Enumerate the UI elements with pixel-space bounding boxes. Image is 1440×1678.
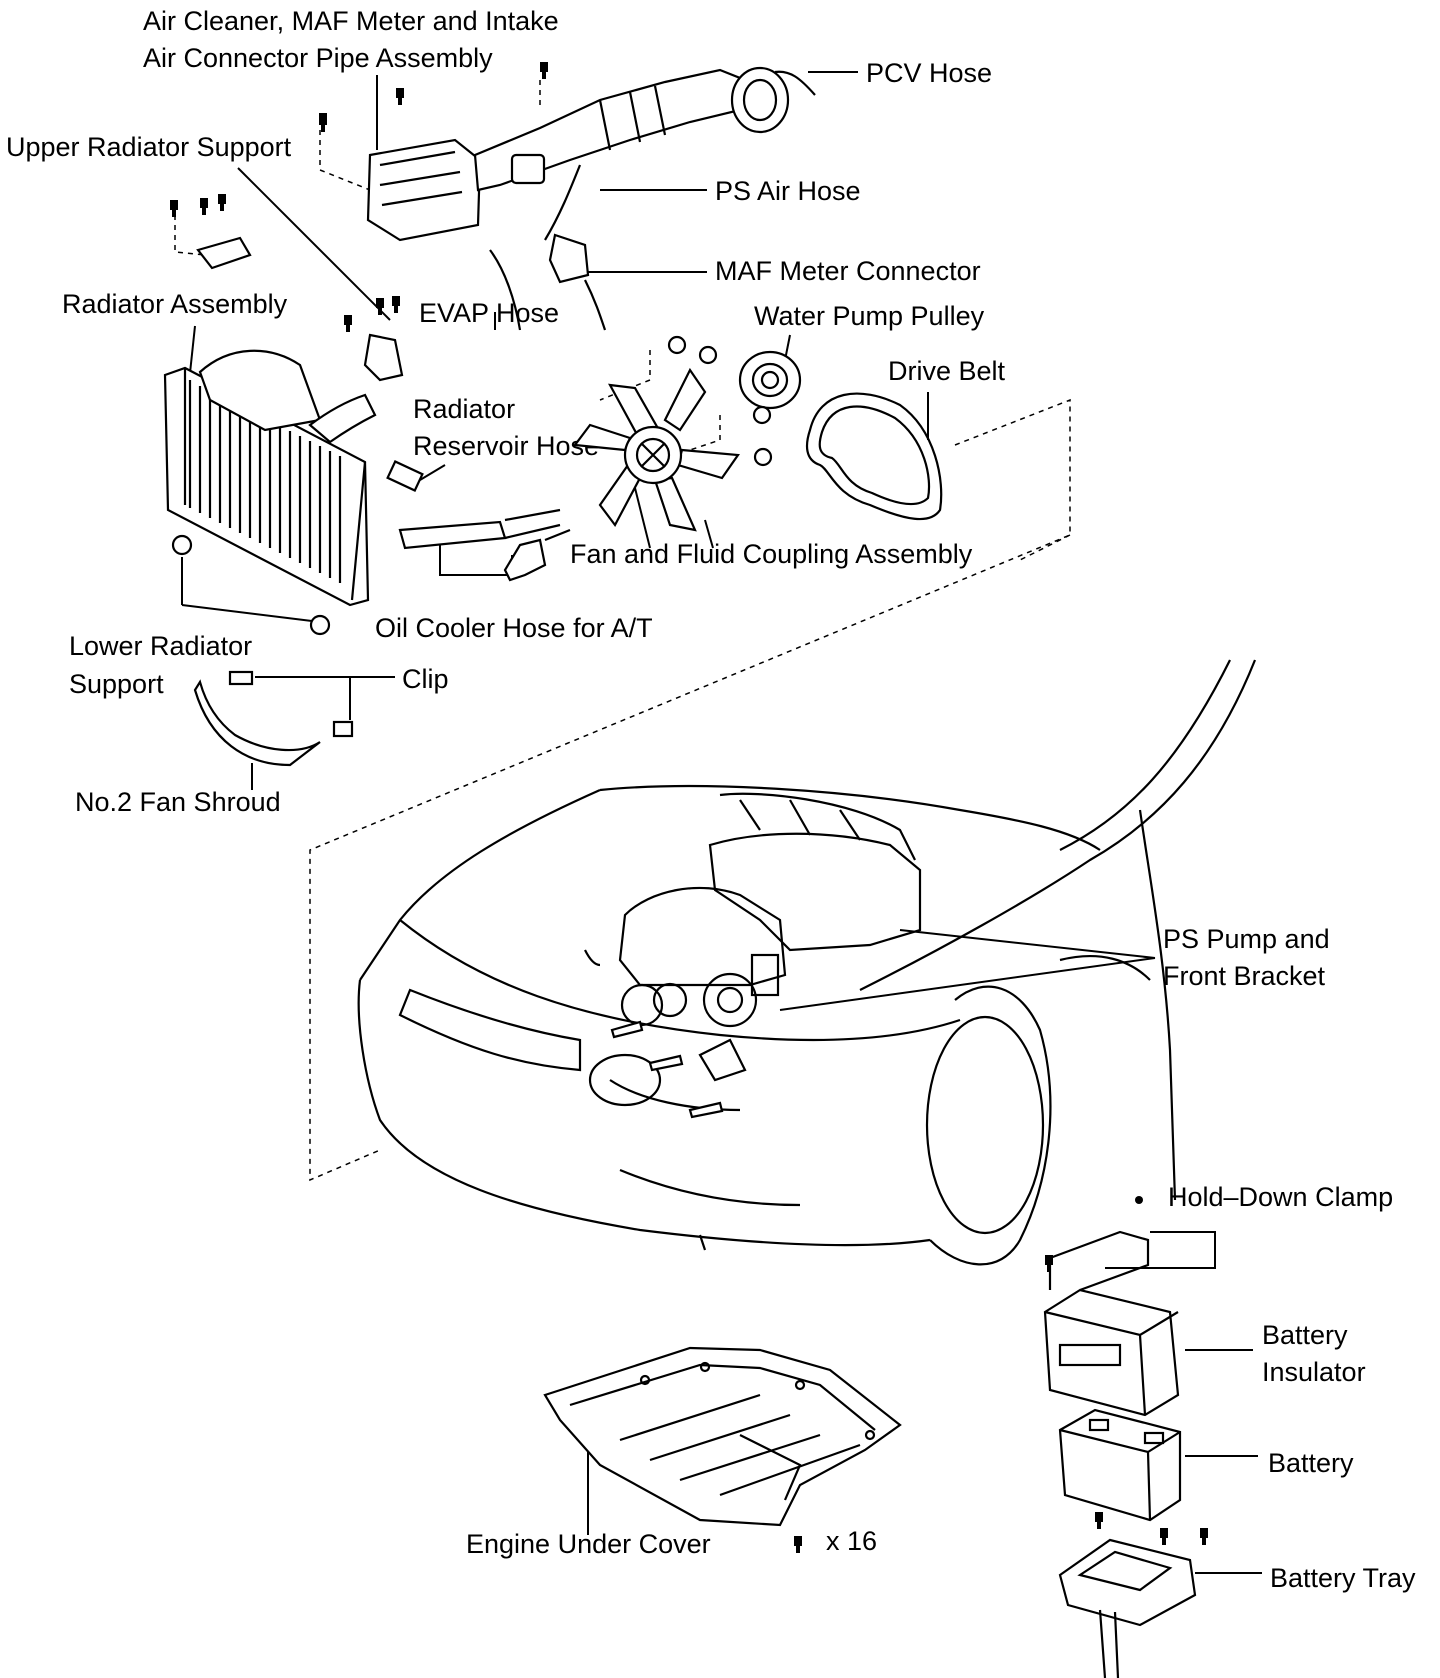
bolt-icon <box>218 194 226 211</box>
label-lower-radiator-line2: Support <box>69 669 164 699</box>
bolt-icon <box>319 113 327 132</box>
bolt-icon <box>344 315 352 332</box>
engine-under-cover <box>543 1346 902 1527</box>
bolt-icon <box>392 296 400 313</box>
bolt-icon <box>1160 1528 1168 1545</box>
water-pump-pulley <box>738 350 802 410</box>
label-radiator-reservoir-line1: Radiator <box>413 394 515 424</box>
label-hold-down-clamp: Hold–Down Clamp <box>1168 1182 1393 1212</box>
battery-insulator <box>1043 1288 1180 1417</box>
label-pcv-hose: PCV Hose <box>866 58 992 88</box>
bolt-icon <box>1045 1255 1053 1272</box>
label-air-cleaner-line2: Air Connector Pipe Assembly <box>143 43 493 73</box>
label-air-cleaner-line1: Air Cleaner, MAF Meter and Intake <box>143 6 559 36</box>
fasteners <box>170 62 1208 1553</box>
label-battery-insulator-line1: Battery <box>1262 1320 1348 1350</box>
bolt-icon <box>688 1101 724 1119</box>
bolt-icon <box>396 88 404 105</box>
label-upper-radiator-support: Upper Radiator Support <box>6 132 292 162</box>
label-ps-pump-line2: Front Bracket <box>1163 961 1326 991</box>
bolt-icon <box>648 1054 684 1072</box>
label-evap-hose: EVAP Hose <box>419 298 559 328</box>
oil-cooler-hoses <box>398 508 571 582</box>
label-oil-cooler-hose: Oil Cooler Hose for A/T <box>375 613 653 643</box>
label-lower-radiator-line1: Lower Radiator <box>69 631 252 661</box>
label-radiator-reservoir-line2: Reservoir Hose <box>413 431 599 461</box>
label-bolt-count: x 16 <box>826 1526 877 1556</box>
label-battery-tray: Battery Tray <box>1270 1563 1416 1593</box>
upper-radiator-support <box>196 236 522 382</box>
radiator-assembly <box>163 349 424 636</box>
fan-and-fluid-coupling <box>572 367 740 532</box>
air-cleaner-assembly <box>366 66 816 331</box>
bolt-icon <box>200 198 208 215</box>
bolt-icon <box>1095 1512 1103 1529</box>
label-battery: Battery <box>1268 1448 1354 1478</box>
label-water-pump-pulley: Water Pump Pulley <box>754 301 985 331</box>
label-maf-meter-connector: MAF Meter Connector <box>715 256 981 286</box>
bolt-icon <box>794 1536 802 1553</box>
battery <box>1058 1408 1182 1522</box>
battery-hold-down-clamp <box>1048 1196 1150 1292</box>
engine <box>584 792 922 1082</box>
no2-fan-shroud <box>193 670 354 767</box>
bolt-icon <box>376 298 384 315</box>
label-ps-air-hose: PS Air Hose <box>715 176 861 206</box>
bolt-icon <box>1200 1528 1208 1545</box>
bolt-icon <box>610 1020 644 1039</box>
label-no2-fan-shroud: No.2 Fan Shroud <box>75 787 281 817</box>
phantom-lines <box>174 80 1071 1182</box>
bolt-icon <box>170 200 178 217</box>
battery-tray <box>1058 1538 1197 1678</box>
label-clip: Clip <box>402 664 449 694</box>
label-fan-fluid-coupling: Fan and Fluid Coupling Assembly <box>570 539 973 569</box>
car-body <box>357 659 1257 1266</box>
bolt-icon <box>540 62 548 79</box>
label-drive-belt: Drive Belt <box>888 356 1006 386</box>
nut-icon <box>667 335 773 467</box>
label-battery-insulator-line2: Insulator <box>1262 1357 1366 1387</box>
label-ps-pump-line1: PS Pump and <box>1163 924 1330 954</box>
label-radiator-assembly: Radiator Assembly <box>62 289 288 319</box>
drive-belt <box>805 392 943 521</box>
